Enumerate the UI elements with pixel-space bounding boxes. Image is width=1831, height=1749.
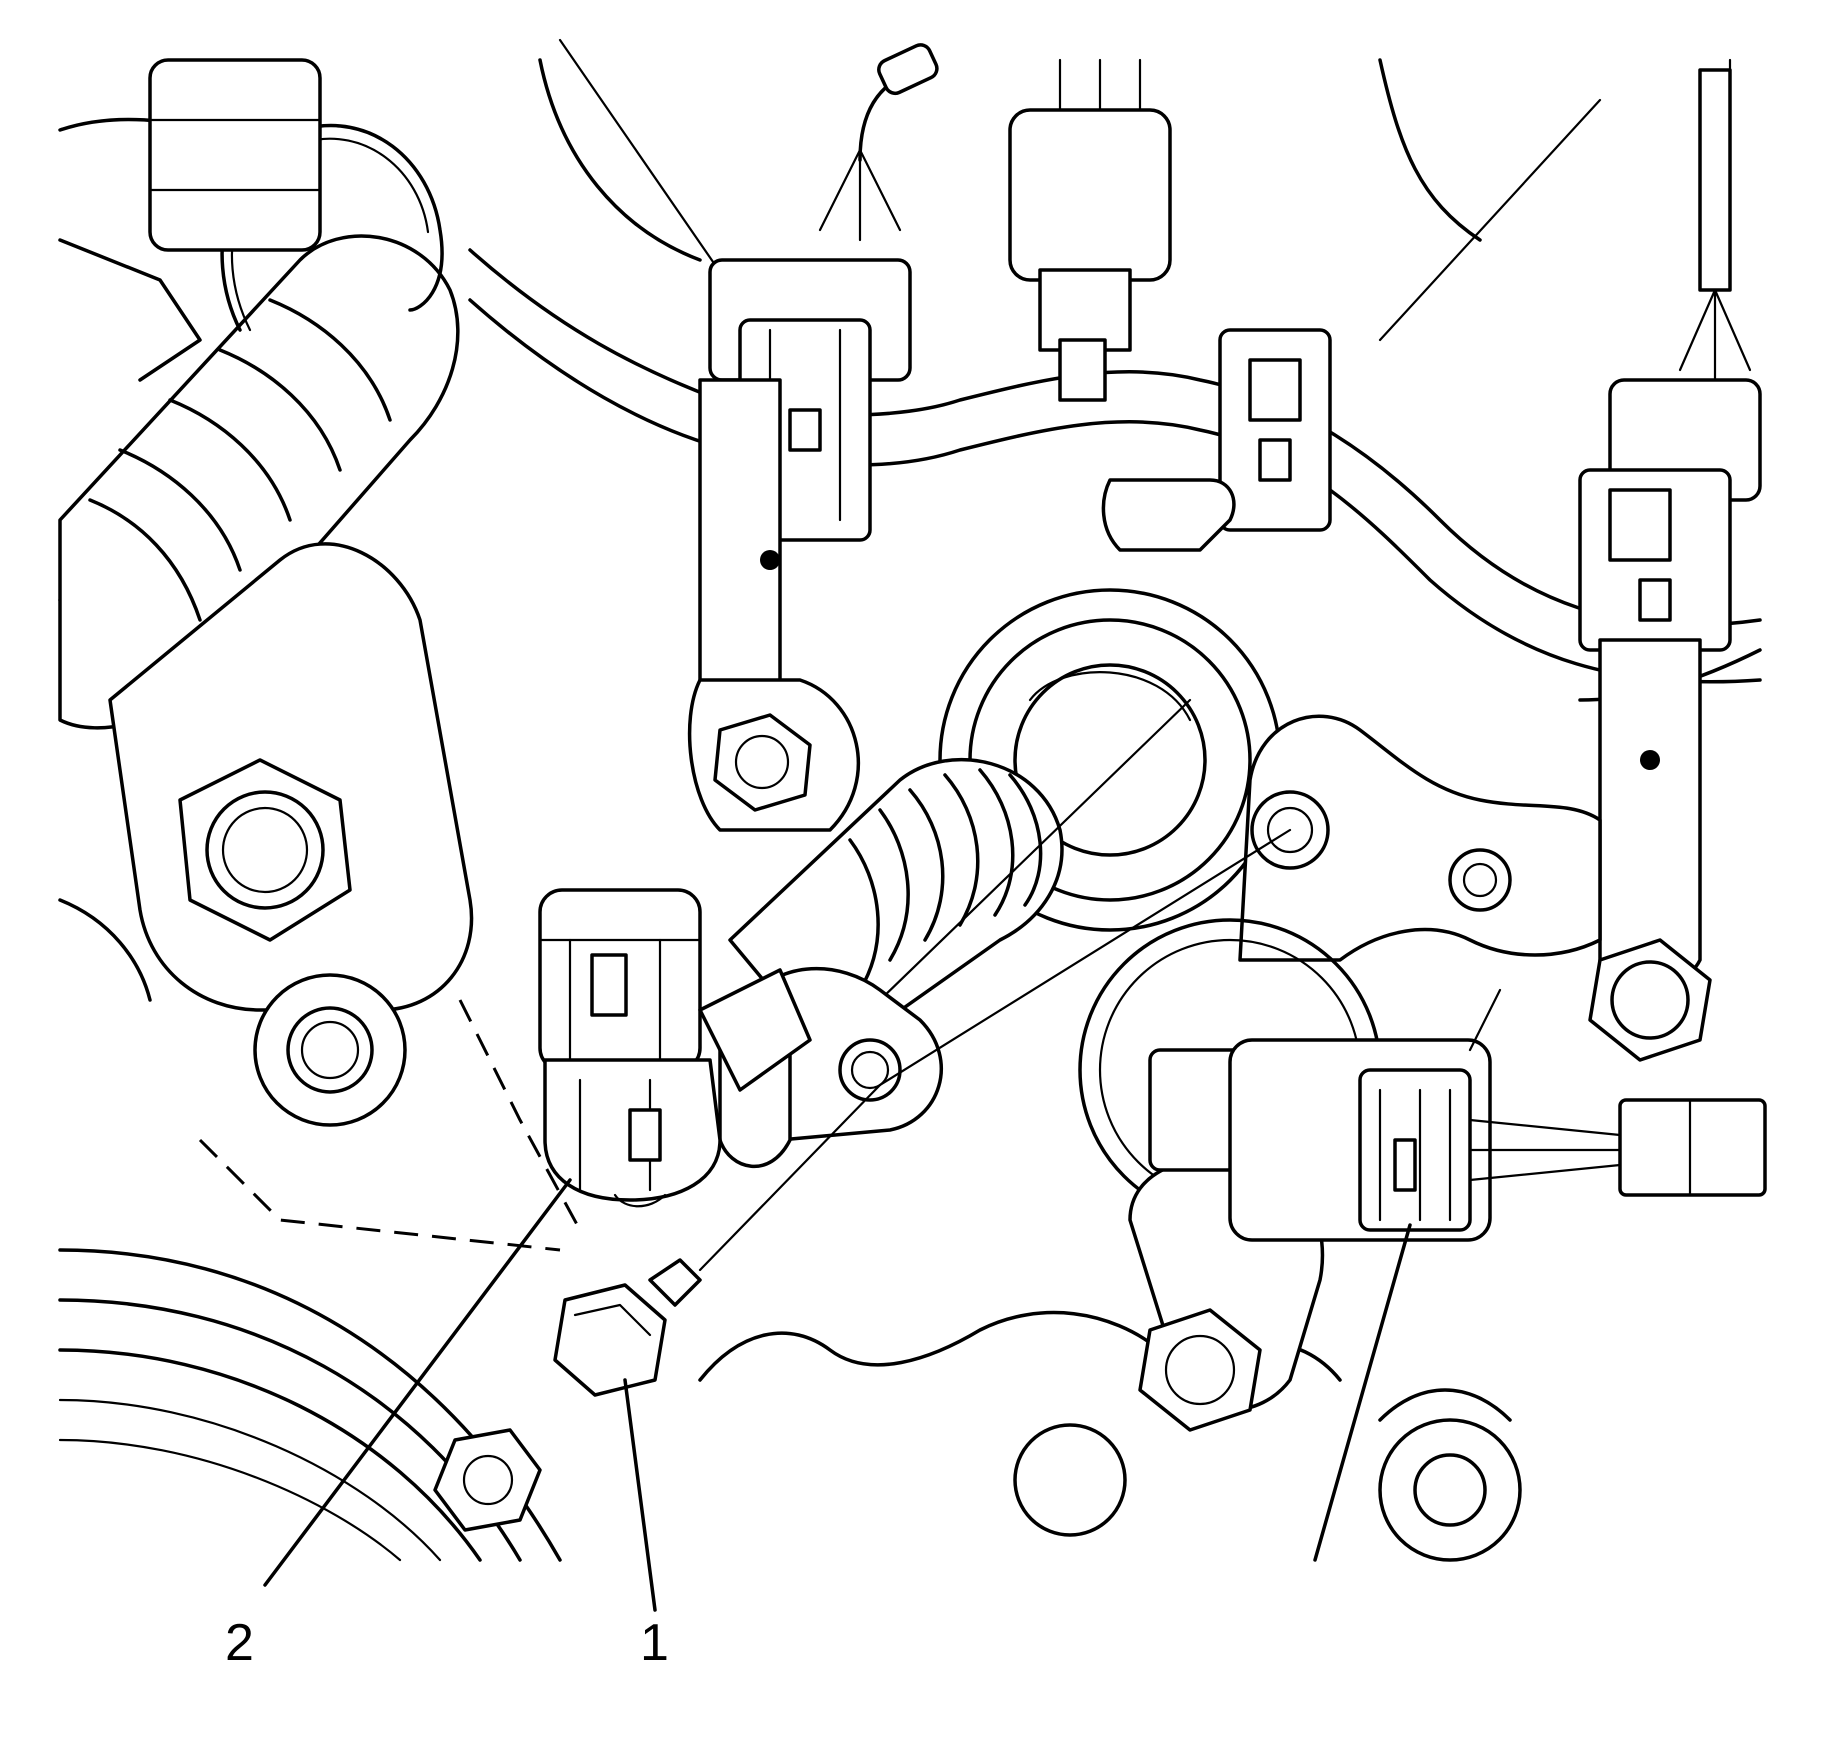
callout-leaders: [263, 1178, 1412, 1612]
callout-2-leader: [263, 1178, 572, 1587]
callout-1-leader: [623, 1378, 657, 1612]
callout-2-label: 2: [225, 1614, 254, 1672]
coil-bolt-upper: [687, 678, 861, 832]
top-center-connectors: [698, 43, 1332, 712]
left-mounting-bracket: [108, 542, 582, 1252]
sensor-bolt: [553, 828, 1292, 1397]
camshaft-position-sensor: [538, 888, 812, 1208]
exhaust-position-sensor: [1078, 918, 1767, 1432]
right-gasket-plate: [1238, 714, 1602, 962]
top-right-coil-connector: [1578, 58, 1762, 1062]
flywheel-housing: [58, 1248, 562, 1562]
wiring-harness-left: [58, 58, 460, 730]
sensor-leader: [1313, 1223, 1412, 1562]
callout-1-label: 1: [640, 1614, 669, 1672]
